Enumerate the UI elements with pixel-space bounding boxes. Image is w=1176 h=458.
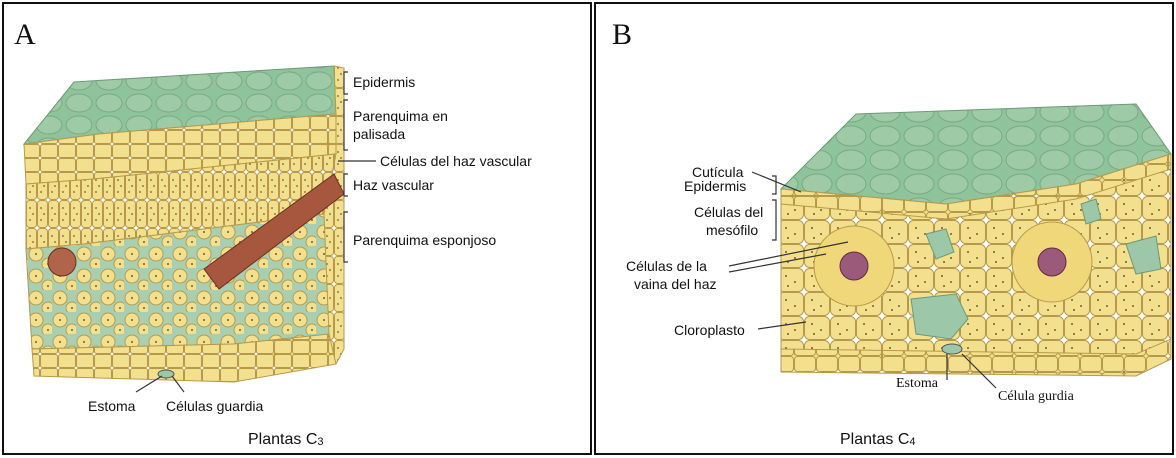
caption-c4: Plantas C4 bbox=[840, 431, 916, 449]
label-sheath-line2: vaina del haz bbox=[634, 276, 717, 292]
label-mesophyll-line2: mesófilo bbox=[706, 222, 759, 238]
caption-c3-subscript: 3 bbox=[317, 436, 324, 448]
label-palisade-line2: palisada bbox=[353, 126, 406, 142]
label-cuticle: Cutícula bbox=[692, 164, 744, 180]
label-mesophyll-line1: Células del bbox=[694, 204, 764, 220]
label-stoma: Estoma bbox=[88, 398, 136, 414]
caption-c4-text: Plantas C bbox=[840, 431, 910, 448]
label-vascular-bundle: Haz vascular bbox=[353, 177, 434, 193]
c3-leaf-illustration bbox=[22, 65, 376, 393]
label-chloroplast: Cloroplasto bbox=[674, 322, 745, 338]
label-guard-cell: Célula gurdia bbox=[998, 389, 1074, 404]
panel-letter-a: A bbox=[14, 18, 36, 51]
caption-c3-text: Plantas C bbox=[248, 431, 318, 448]
label-stoma-c4: Estoma bbox=[896, 376, 938, 391]
c3-bundle-cross-section bbox=[47, 247, 77, 277]
label-spongy-parenchyma: Parenquima esponjoso bbox=[353, 232, 497, 248]
c4-leaf-illustration bbox=[728, 103, 1172, 389]
label-palisade-line1: Parenquima en bbox=[353, 108, 448, 124]
c4-vascular-bundle-left bbox=[839, 251, 869, 281]
c4-air-space bbox=[910, 293, 969, 340]
c4-vascular-bundle-right bbox=[1037, 247, 1067, 277]
panel-c3-leaf: A Epidermis Parenquima en palisada Célul… bbox=[2, 2, 592, 455]
panel-letter-b: B bbox=[612, 18, 633, 51]
label-guard-cells: Células guardia bbox=[166, 398, 264, 414]
caption-c4-subscript: 4 bbox=[909, 436, 916, 448]
caption-c3: Plantas C3 bbox=[248, 431, 324, 449]
panel-c4-leaf: B Cutícula Epidermis Células del mesófil… bbox=[594, 2, 1174, 455]
label-sheath-line1: Células de la bbox=[626, 258, 707, 274]
label-epidermis-c4: Epidermis bbox=[684, 178, 747, 194]
label-epidermis: Epidermis bbox=[353, 74, 416, 90]
c4-stoma bbox=[941, 343, 963, 355]
label-bundle-cells: Células del haz vascular bbox=[380, 153, 532, 169]
